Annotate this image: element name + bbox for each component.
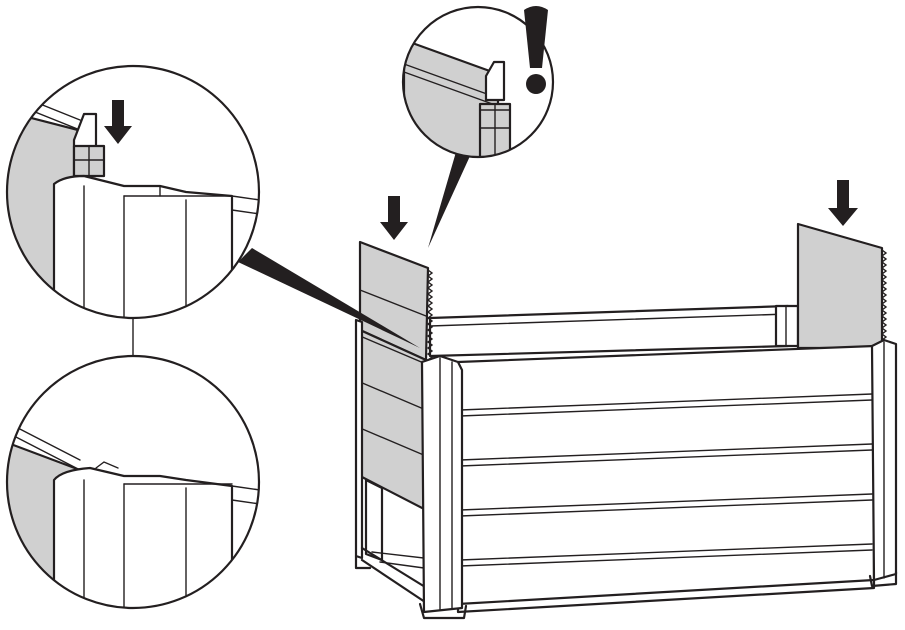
callout-top-center	[401, 5, 555, 159]
planter-box	[354, 222, 898, 620]
callout-border	[401, 5, 555, 159]
back-right-post	[774, 304, 800, 348]
callout-leader-top-left	[238, 248, 420, 348]
left-frame	[354, 318, 432, 606]
left-end-panel	[358, 240, 434, 512]
callout-leader-top-center	[428, 152, 470, 248]
callout-top-left	[5, 64, 261, 320]
callout-border	[5, 64, 261, 320]
front-left-post	[418, 354, 468, 620]
down-arrow-icon	[104, 100, 132, 144]
down-arrow-icon	[828, 180, 858, 226]
press-arrow-right	[828, 180, 858, 226]
front-wall	[456, 344, 876, 614]
right-end-panel	[796, 222, 888, 350]
front-right-post	[868, 338, 898, 588]
callout-border	[5, 354, 261, 610]
press-arrow-left	[380, 196, 408, 240]
exclamation-icon	[524, 6, 548, 94]
back-wall	[428, 304, 790, 358]
callout-bottom-left	[5, 354, 261, 610]
down-arrow-icon	[380, 196, 408, 240]
